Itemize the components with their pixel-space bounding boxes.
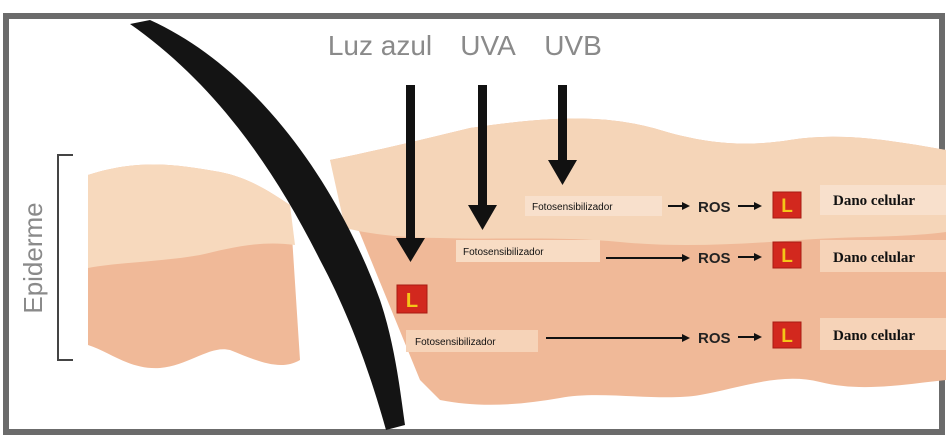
sensitizer-label: Fotosensibilizador <box>415 337 496 348</box>
absorbed-marker-badge: L <box>397 285 427 313</box>
marker-letter: L <box>781 326 793 347</box>
sensitizer-label: Fotosensibilizador <box>463 247 544 258</box>
damage-label: Dano celular <box>833 250 915 266</box>
sensitizer-label: Fotosensibilizador <box>532 202 613 213</box>
ros-label: ROS <box>698 199 731 216</box>
uvb-label: UVB <box>544 30 602 61</box>
ros-label: ROS <box>698 250 731 267</box>
ros-label: ROS <box>698 330 731 347</box>
blue-light-label: Luz azul <box>328 30 432 61</box>
marker-letter: L <box>781 246 793 267</box>
epidermis-label: Epiderme <box>18 202 48 313</box>
skin-left-section <box>88 164 300 368</box>
damage-label: Dano celular <box>833 328 915 344</box>
marker-letter: L <box>781 196 793 217</box>
uva-label: UVA <box>460 30 516 61</box>
damage-label: Dano celular <box>833 193 915 209</box>
absorbed-marker-letter: L <box>406 290 418 312</box>
